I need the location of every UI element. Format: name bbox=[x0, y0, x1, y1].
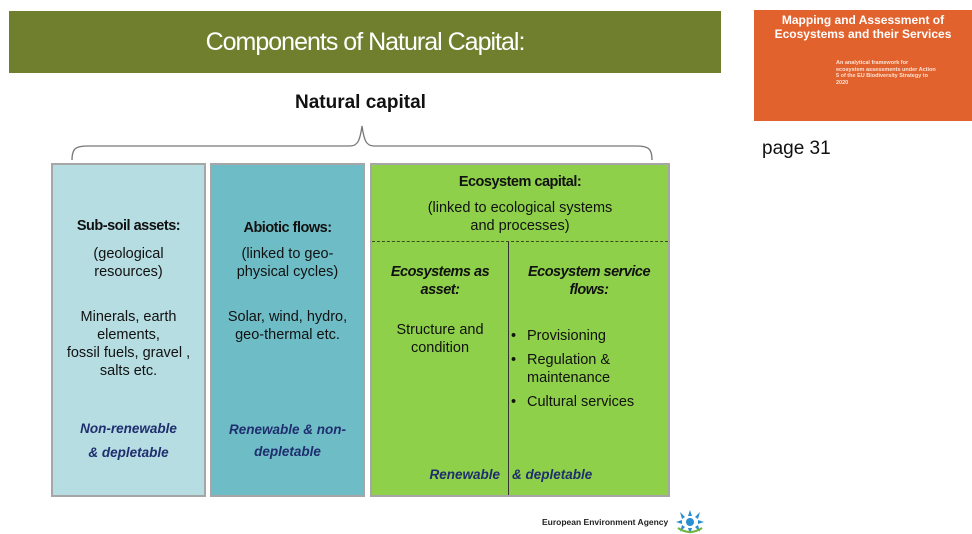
service-item: Regulation & maintenance bbox=[511, 351, 647, 387]
subsoil-status: Non-renewable & depletable bbox=[80, 421, 177, 460]
abiotic-heading: Abiotic flows: bbox=[243, 220, 332, 236]
abiotic-examples: Solar, wind, hydro, geo-thermal etc. bbox=[227, 309, 348, 343]
cover-title: Mapping and Assessment of Ecosystems and… bbox=[774, 13, 952, 41]
asset-heading: Ecosystems as asset: bbox=[390, 264, 490, 298]
slide-title: Components of Natural Capital: bbox=[205, 27, 526, 56]
natural-capital-label: Natural capital bbox=[295, 92, 426, 113]
page-reference: page 31 bbox=[762, 138, 831, 159]
grouping-brace bbox=[71, 125, 653, 161]
ecosystem-status-left: Renewable bbox=[429, 467, 500, 482]
title-bar: Components of Natural Capital: bbox=[9, 11, 721, 73]
service-item: Provisioning bbox=[511, 327, 669, 345]
report-cover-thumbnail[interactable]: Mapping and Assessment of Ecosystems and… bbox=[754, 10, 972, 121]
ecosystem-capital-box: Ecosystem capital: (linked to ecological… bbox=[370, 163, 670, 497]
abiotic-description: (linked to geo- physical cycles) bbox=[236, 246, 339, 280]
asset-description: Structure and condition bbox=[396, 322, 484, 356]
ecosystem-description: (linked to ecological systems and proces… bbox=[427, 200, 613, 234]
column-divider bbox=[508, 242, 509, 495]
ecosystem-heading: Ecosystem capital: bbox=[458, 174, 582, 190]
ecosystem-status-right: & depletable bbox=[512, 467, 593, 482]
flows-heading: Ecosystem service flows: bbox=[527, 264, 651, 298]
subsoil-examples: Minerals, earth elements, fossil fuels, … bbox=[66, 309, 191, 379]
eea-logo-icon bbox=[676, 510, 704, 534]
agency-name: European Environment Agency bbox=[542, 517, 669, 527]
service-list: Provisioning Regulation & maintenance Cu… bbox=[511, 327, 669, 411]
subsoil-heading: Sub-soil assets: bbox=[76, 218, 181, 234]
abiotic-status: Renewable & non- depletable bbox=[228, 422, 346, 459]
service-item: Cultural services bbox=[511, 393, 669, 411]
abiotic-flows-box: Abiotic flows: (linked to geo- physical … bbox=[210, 163, 365, 497]
ecosystems-as-asset: Ecosystems as asset: Structure and condi… bbox=[372, 263, 508, 357]
dashed-divider bbox=[372, 241, 668, 242]
subsoil-description: (geological resources) bbox=[93, 246, 164, 280]
subsoil-assets-box: Sub-soil assets: (geological resources) … bbox=[51, 163, 206, 497]
cover-subtitle: An analytical framework for ecosystem as… bbox=[836, 60, 936, 86]
ecosystem-service-flows: Ecosystem service flows: Provisioning Re… bbox=[509, 263, 669, 417]
